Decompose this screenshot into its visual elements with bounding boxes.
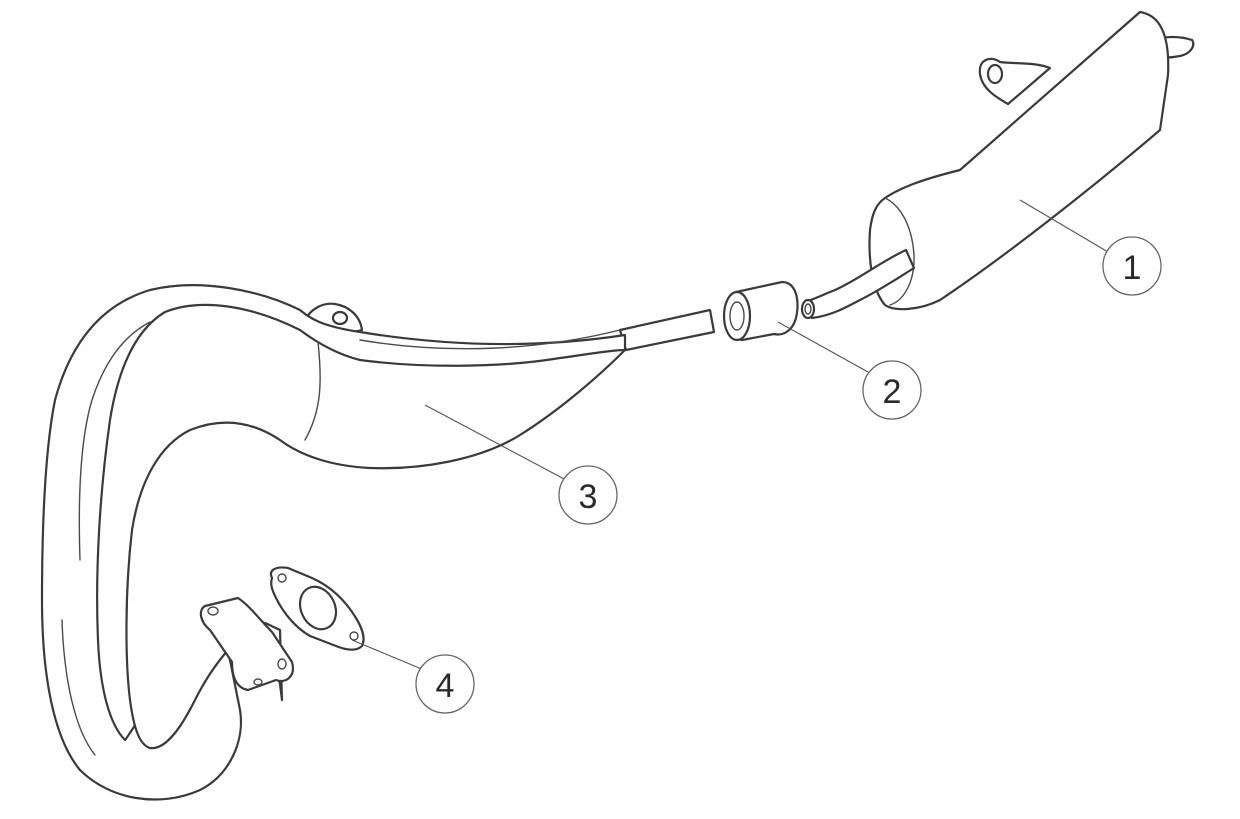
leader-line-2: [777, 321, 869, 373]
expansion-chamber-part: [40, 284, 716, 801]
callout-4-label: 4: [436, 667, 455, 705]
callout-2: 2: [862, 360, 922, 420]
callout-2-label: 2: [883, 373, 902, 411]
callout-1: 1: [1102, 236, 1162, 296]
muffler-part: [800, 10, 1195, 320]
callout-4: 4: [415, 654, 475, 714]
sleeve-part: [722, 280, 799, 342]
leader-line-1: [1019, 199, 1109, 253]
callout-1-label: 1: [1123, 249, 1142, 287]
gasket-part: [269, 566, 365, 651]
callout-3-label: 3: [579, 478, 598, 516]
leader-line-3: [424, 404, 567, 481]
leader-line-4: [351, 639, 425, 671]
callout-3: 3: [558, 465, 618, 525]
